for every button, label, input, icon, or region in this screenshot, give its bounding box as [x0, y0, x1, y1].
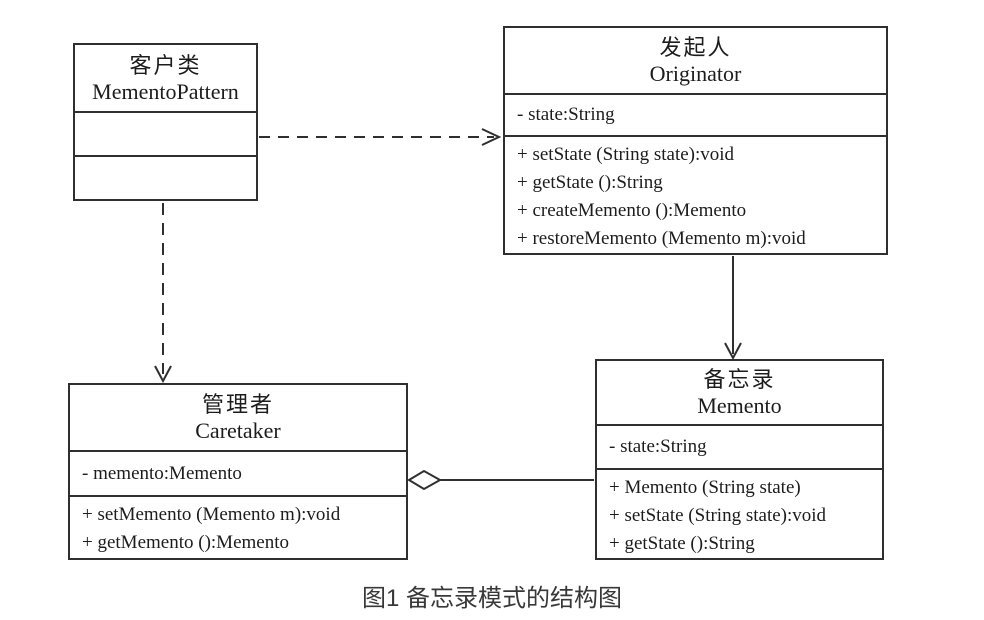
class-caretaker-name-en: Caretaker: [195, 418, 281, 443]
method-line: + getState ():String: [609, 533, 755, 554]
class-caretaker-title: 管理者 Caretaker: [70, 385, 406, 450]
attribute-line: - state:String: [517, 104, 615, 125]
method-line: + createMemento ():Memento: [517, 200, 747, 221]
dependency-arrow-client-to-caretaker: [154, 203, 172, 384]
class-originator-name-en: Originator: [649, 61, 742, 86]
class-client-methods-empty: [75, 155, 256, 199]
class-box-client: 客户类 MementoPattern: [73, 43, 258, 201]
class-memento-name-cn: 备忘录: [703, 367, 776, 393]
class-client-attributes-empty: [75, 111, 256, 155]
method-line: + restoreMemento (Memento m):void: [517, 228, 806, 249]
figure-caption: 图1 备忘录模式的结构图: [361, 585, 622, 612]
class-caretaker-name-cn: 管理者: [201, 392, 274, 417]
method-line: + setMemento (Memento m):void: [82, 504, 341, 525]
class-box-caretaker: 管理者 Caretaker - memento:Memento + setMem…: [68, 383, 408, 560]
class-client-title: 客户类 MementoPattern: [75, 45, 256, 111]
class-box-memento: 备忘录 Memento - state:String + Memento (St…: [595, 359, 884, 560]
association-arrow-originator-to-memento: [724, 256, 742, 361]
method-line: + setState (String state):void: [609, 505, 827, 526]
class-box-originator: 发起人 Originator - state:String + setState…: [503, 26, 888, 255]
aggregation-link-caretaker-memento: [407, 469, 594, 491]
method-line: + Memento (String state): [609, 477, 801, 498]
class-originator-attributes: - state:String: [505, 93, 886, 135]
aggregation-diamond-icon: [407, 469, 443, 491]
class-originator-methods: + setState (String state):void + getStat…: [505, 135, 886, 253]
attribute-line: - memento:Memento: [82, 462, 242, 484]
class-originator-name-cn: 发起人: [659, 35, 732, 60]
method-line: + getState ():String: [517, 172, 663, 193]
method-line: + setState (String state):void: [517, 144, 735, 165]
class-memento-name-en: Memento: [697, 393, 782, 419]
class-caretaker-attributes: - memento:Memento: [70, 450, 406, 495]
attribute-line: - state:String: [609, 436, 707, 458]
class-memento-title: 备忘录 Memento: [597, 361, 882, 424]
method-line: + getMemento ():Memento: [82, 532, 289, 553]
class-caretaker-methods: + setMemento (Memento m):void + getMemen…: [70, 495, 406, 558]
class-originator-title: 发起人 Originator: [505, 28, 886, 93]
class-client-name-en: MementoPattern: [92, 78, 239, 104]
dependency-arrow-client-to-originator: [259, 128, 502, 146]
class-client-name-cn: 客户类: [129, 52, 202, 78]
class-memento-attributes: - state:String: [597, 424, 882, 468]
class-memento-methods: + Memento (String state) + setState (Str…: [597, 468, 882, 558]
